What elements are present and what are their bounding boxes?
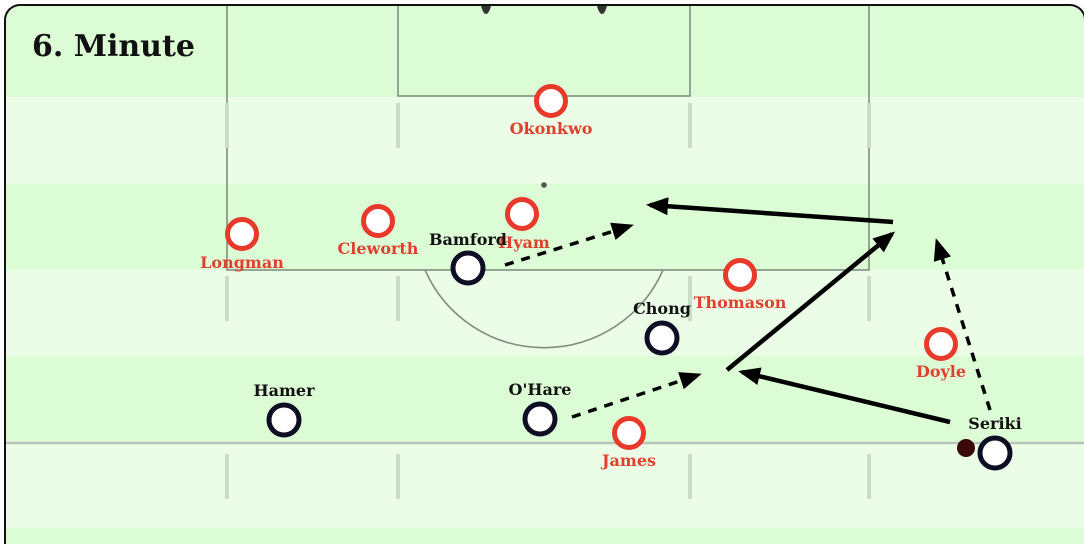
player-name: O'Hare	[509, 380, 572, 399]
player-seriki: Seriki	[968, 414, 1022, 471]
player-chong: Chong	[633, 299, 691, 356]
dotted-run-arrow	[571, 372, 702, 419]
player-name: Seriki	[968, 414, 1021, 433]
player-name: Cleworth	[338, 239, 419, 258]
player-cleworth: Cleworth	[338, 204, 419, 258]
channel-guides	[225, 103, 871, 499]
penalty-spot	[541, 182, 547, 188]
player-marker	[612, 416, 646, 450]
player-marker	[266, 402, 302, 438]
grass-stripe	[6, 442, 1084, 528]
player-okonkwo: Okonkwo	[510, 84, 593, 138]
player-james: James	[600, 416, 656, 470]
player-ohare: O'Hare	[509, 380, 572, 437]
player-bamford: Bamford	[429, 230, 507, 286]
player-name: James	[600, 451, 656, 470]
grass-stripe	[6, 528, 1084, 544]
grass-stripe	[6, 6, 1084, 97]
grass-stripe	[6, 270, 1084, 356]
player-marker	[522, 401, 558, 437]
penalty-arc	[424, 269, 664, 349]
team-red: Okonkwo Longman Cleworth Hyam Thomason	[200, 84, 966, 470]
player-name: Longman	[200, 253, 284, 272]
player-name: Doyle	[916, 362, 966, 381]
movement-arrows	[504, 197, 992, 425]
player-marker	[361, 204, 395, 238]
team-navy: Bamford Chong Hamer O'Hare Seriki	[253, 230, 1022, 471]
player-hamer: Hamer	[253, 381, 315, 438]
player-marker	[450, 250, 486, 286]
goal-post-left	[481, 6, 491, 14]
player-marker	[723, 258, 757, 292]
dotted-run-arrow	[504, 222, 634, 267]
player-marker	[924, 327, 958, 361]
player-marker	[644, 320, 680, 356]
pass-arrow	[738, 367, 951, 425]
player-name: Hamer	[253, 381, 315, 400]
player-marker	[977, 435, 1013, 471]
dotted-run-arrow	[933, 238, 992, 411]
player-thomason: Thomason	[694, 258, 787, 312]
ball	[957, 439, 975, 457]
player-name: Chong	[633, 299, 691, 318]
player-longman: Longman	[200, 217, 284, 272]
player-marker	[225, 217, 259, 251]
player-name: Okonkwo	[510, 119, 593, 138]
player-name: Hyam	[498, 233, 550, 252]
player-doyle: Doyle	[916, 327, 966, 381]
pass-arrow	[646, 197, 894, 225]
player-hyam: Hyam	[498, 197, 550, 252]
player-name: Thomason	[694, 293, 787, 312]
page-title: 6. Minute	[32, 29, 195, 64]
player-marker	[505, 197, 539, 231]
run-arrow	[725, 231, 896, 372]
goal-post-right	[597, 6, 607, 14]
grass-stripe	[6, 184, 1084, 270]
player-marker	[534, 84, 568, 118]
player-name: Bamford	[429, 230, 507, 249]
